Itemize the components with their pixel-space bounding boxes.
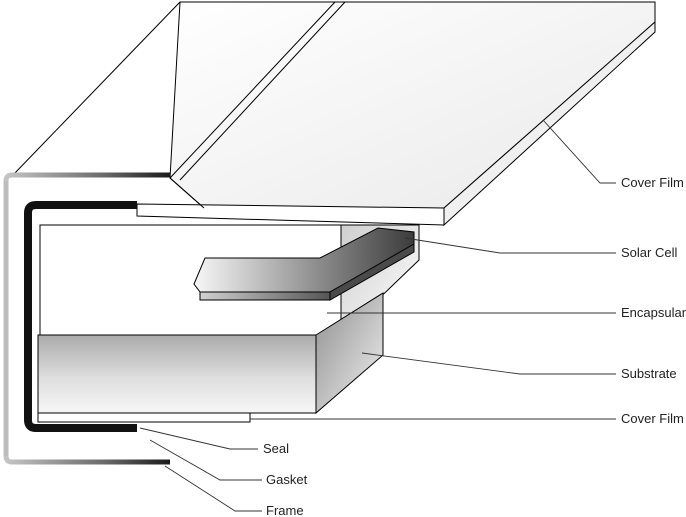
label-encapsulant: Encapsulant [621, 305, 686, 320]
label-substrate: Substrate [621, 366, 677, 381]
label-solar-cell: Solar Cell [621, 245, 677, 260]
cover-film-bottom-sheet [38, 413, 316, 422]
label-gasket: Gasket [266, 472, 308, 487]
label-cover-film-top: Cover Film [621, 175, 684, 190]
label-frame: Frame [266, 503, 304, 517]
cover-film-top-sheet [13, 2, 655, 225]
label-seal: Seal [263, 441, 289, 456]
label-cover-film-bottom: Cover Film [621, 411, 684, 426]
